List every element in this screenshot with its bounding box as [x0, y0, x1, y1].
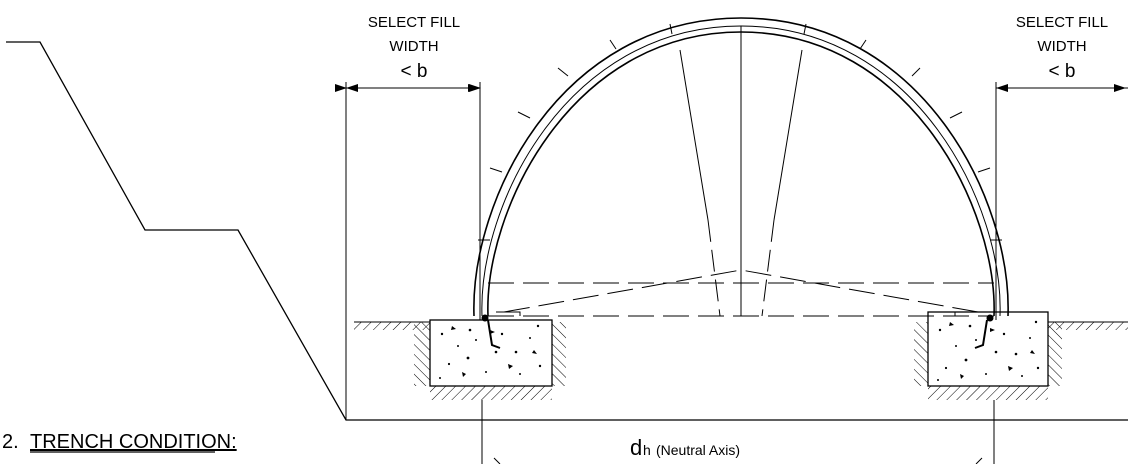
- span-dh-symbol: d: [630, 435, 642, 460]
- select-fill-right-label-2: WIDTH: [1037, 38, 1086, 55]
- footing-right: [914, 311, 1062, 400]
- base-connection-left: [481, 311, 521, 349]
- select-fill-dimension-right: [995, 82, 1128, 320]
- span-neutral-axis-note: (Neutral Axis): [656, 442, 740, 458]
- select-fill-left-dim-text: < b: [401, 61, 428, 82]
- select-fill-dimension-left: [335, 82, 481, 320]
- footing-left: [414, 319, 566, 400]
- section-title: TRENCH CONDITION:: [30, 431, 237, 453]
- construction-lines: [488, 26, 994, 317]
- span-dimension: [481, 400, 995, 464]
- select-fill-left-label-2: WIDTH: [389, 38, 438, 55]
- select-fill-right-label-1: SELECT FILL: [1016, 14, 1108, 31]
- select-fill-right-dim-text: < b: [1049, 61, 1076, 82]
- section-number: 2.: [2, 431, 19, 453]
- select-fill-left-label-1: SELECT FILL: [368, 14, 460, 31]
- trench-wall-profile: [6, 41, 1128, 421]
- span-dh-subscript: h: [643, 442, 651, 458]
